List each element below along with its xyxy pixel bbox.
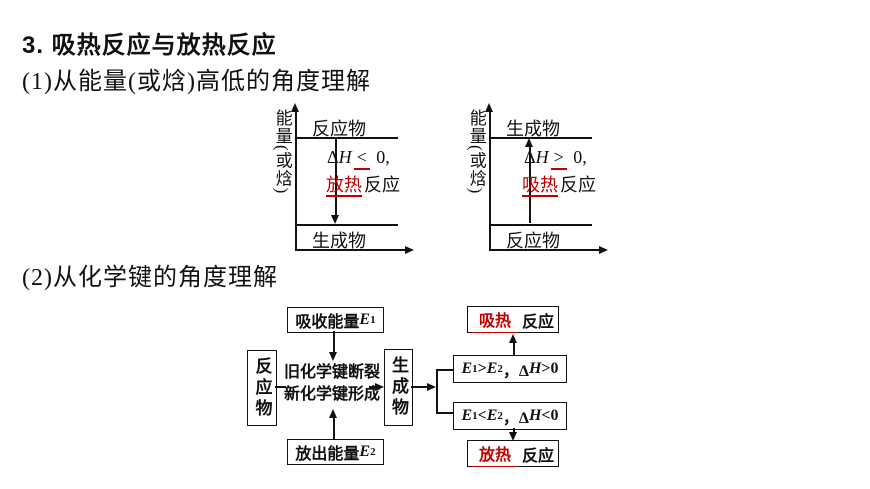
x-axis-line xyxy=(295,249,407,251)
branch-bracket-line xyxy=(436,369,438,413)
comma-delta: ，Δ xyxy=(502,363,529,380)
delta-symbol: Δ xyxy=(327,147,339,167)
y-axis-arrow-up-icon xyxy=(485,103,493,112)
endothermic-energy-diagram: 能量(或焓) 生成物 反应物 ΔH> 0, 吸热反应 xyxy=(464,103,624,258)
tail-text: >0 xyxy=(541,360,559,377)
lower-level-line xyxy=(296,224,398,226)
reaction-answer: 吸热 xyxy=(522,175,558,197)
e-symbol: E xyxy=(461,360,473,377)
release-label: 放出能量 xyxy=(295,446,360,463)
sub-2: 2 xyxy=(497,410,503,422)
delta-symbol: Δ xyxy=(524,147,536,167)
value-text: 0, xyxy=(568,147,587,167)
reactant-connector-line xyxy=(275,386,286,388)
endo-arrow-line xyxy=(513,341,515,355)
e1-symbol: E xyxy=(359,311,371,328)
to-product-arrow-right-icon xyxy=(375,382,384,391)
release-arrow-up-icon xyxy=(329,409,337,418)
y-axis-label: 能量(或焓) xyxy=(466,109,486,195)
exothermic-energy-diagram: 能量(或焓) 反应物 生成物 ΔH< 0, 放热反应 xyxy=(270,103,430,258)
upper-level-label: 反应物 xyxy=(312,119,366,139)
sub-1: 1 xyxy=(472,410,478,422)
exo-result-box: 放热反应 xyxy=(467,440,559,467)
x-axis-line xyxy=(489,249,601,251)
relation-blank: < xyxy=(353,147,370,170)
e-symbol: E xyxy=(486,360,498,377)
sub-2: 2 xyxy=(497,363,503,375)
release-arrow-line xyxy=(333,417,335,439)
to-product-line xyxy=(369,386,376,388)
section2-heading: (2)从化学键的角度理解 xyxy=(22,265,278,291)
exo-suffix: 反应 xyxy=(522,447,555,465)
tail-text: <0 xyxy=(541,407,559,424)
y-axis-arrow-up-icon xyxy=(291,103,299,112)
enthalpy-arrow-up-icon xyxy=(525,138,533,147)
comma-delta: ，Δ xyxy=(502,410,529,427)
e2-subscript: 2 xyxy=(370,446,376,458)
relation: < xyxy=(477,407,487,424)
h-symbol: H xyxy=(535,147,549,167)
e-symbol: E xyxy=(486,407,498,424)
reaction-type-line: 放热反应 xyxy=(326,171,400,197)
product-box: 生成物 xyxy=(384,349,413,426)
endo-result-box: 吸热反应 xyxy=(467,306,559,333)
bond-break-line: 旧化学键断裂 xyxy=(283,364,380,381)
branch-bottom-stub-line xyxy=(436,412,453,414)
y-axis-line xyxy=(295,109,297,250)
lower-level-line xyxy=(490,224,592,226)
exo-arrow-line xyxy=(513,428,515,434)
absorb-arrow-line xyxy=(333,331,335,353)
delta-h-expression: ΔH> 0, xyxy=(524,147,587,170)
reactant-box: 反应物 xyxy=(247,350,277,426)
delta-h-expression: ΔH< 0, xyxy=(327,147,390,170)
exo-answer-blank: 放热 xyxy=(471,441,518,467)
sub-1: 1 xyxy=(472,363,478,375)
endo-answer-blank: 吸热 xyxy=(471,307,518,333)
x-axis-arrow-right-icon xyxy=(599,245,608,254)
h-symbol: H xyxy=(338,147,352,167)
enthalpy-arrow-line xyxy=(335,139,337,216)
reactant-label: 反应物 xyxy=(252,356,272,420)
product-label: 生成物 xyxy=(389,356,408,419)
h-symbol: H xyxy=(528,360,542,377)
relation-blank: > xyxy=(550,147,567,170)
reaction-suffix: 反应 xyxy=(364,175,400,195)
upper-level-label: 生成物 xyxy=(506,119,560,139)
exo-arrow-down-icon xyxy=(509,432,517,441)
branch-arrow-right-icon xyxy=(427,382,436,391)
e2-symbol: E xyxy=(359,443,371,460)
branch-top-stub-line xyxy=(436,369,453,371)
e-symbol: E xyxy=(461,407,473,424)
y-axis-line xyxy=(489,109,491,250)
upper-level-line xyxy=(490,137,592,139)
reaction-suffix: 反应 xyxy=(560,175,596,195)
e1-subscript: 1 xyxy=(370,314,376,326)
x-axis-arrow-right-icon xyxy=(405,245,414,254)
product-out-line xyxy=(411,386,428,388)
endo-suffix: 反应 xyxy=(522,313,555,331)
page-title: 3. 吸热反应与放热反应 xyxy=(22,32,277,59)
h-symbol: H xyxy=(528,407,542,424)
bond-form-line: 新化学键形成 xyxy=(283,386,380,403)
absorb-label: 吸收能量 xyxy=(295,314,360,331)
upper-level-line xyxy=(296,137,398,139)
relation: > xyxy=(477,360,487,377)
y-axis-label: 能量(或焓) xyxy=(272,109,292,195)
enthalpy-arrow-line xyxy=(529,146,531,223)
lower-level-label: 反应物 xyxy=(506,231,560,251)
absorb-arrow-down-icon xyxy=(329,352,337,361)
bond-process-text: 旧化学键断裂 新化学键形成 xyxy=(281,362,383,406)
reaction-answer: 放热 xyxy=(326,175,362,197)
lower-level-label: 生成物 xyxy=(312,231,366,251)
value-text: 0, xyxy=(371,147,390,167)
endo-arrow-up-icon xyxy=(509,334,517,343)
enthalpy-arrow-down-icon xyxy=(331,215,339,224)
section1-heading: (1)从能量(或焓)高低的角度理解 xyxy=(22,69,371,95)
reaction-type-line: 吸热反应 xyxy=(522,171,596,197)
